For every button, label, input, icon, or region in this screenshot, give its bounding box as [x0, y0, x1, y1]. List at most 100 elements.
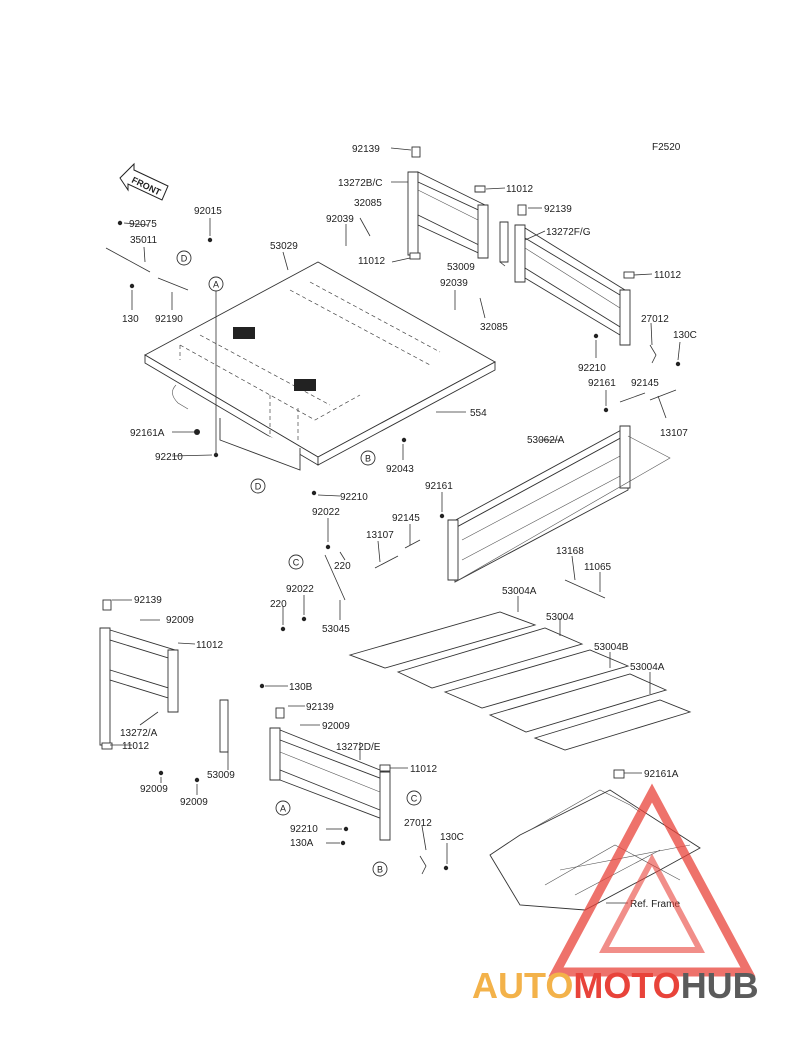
part-number-label: 92161 [425, 481, 453, 492]
callout-marker: D [176, 250, 192, 266]
watermark-hub: HUB [681, 965, 759, 1006]
part-number-label: 11012 [122, 741, 150, 752]
part-number-label: 92139 [134, 595, 162, 606]
callout-circle [275, 800, 291, 816]
part-number-label: 92190 [155, 314, 183, 325]
callout-circle [250, 478, 266, 494]
callout-letter: D [181, 254, 188, 264]
tailgate-53062a [447, 425, 671, 583]
part-number-label: 92022 [312, 507, 340, 518]
part-number-label: 92039 [440, 278, 468, 289]
part-number-label: 11012 [358, 256, 386, 267]
part-number-label: 53029 [270, 241, 298, 252]
part-number-label: 11012 [506, 184, 534, 195]
part-number-label: 11065 [584, 562, 612, 573]
part-number-label: 130 [122, 314, 139, 325]
part-number-label: 32085 [480, 322, 508, 333]
part-number-label: 92145 [392, 513, 420, 524]
part-number-label: 11012 [196, 640, 224, 651]
callout-letter: A [280, 804, 286, 814]
watermark-auto: AUTO [472, 965, 573, 1006]
mesh-pad-icon [233, 327, 316, 391]
part-number-label: 53004 [546, 612, 574, 623]
part-number-label: 92161A [130, 428, 165, 439]
callout-circle [208, 276, 224, 292]
part-labels: 9213913272B/C110123208592039110129213913… [120, 144, 697, 849]
part-number-label: 13272/A [120, 728, 158, 739]
part-number-label: 130C [440, 832, 464, 843]
part-number-label: 92210 [340, 492, 368, 503]
part-number-label: 53045 [322, 624, 350, 635]
part-number-label: 53062/A [527, 435, 565, 446]
part-number-label: 13107 [366, 530, 394, 541]
front-arrow-icon: FRONT [119, 162, 169, 201]
part-number-label: 130B [289, 682, 313, 693]
bed-mats-53004 [348, 611, 692, 751]
part-number-label: 92139 [352, 144, 380, 155]
callout-circle [372, 861, 388, 877]
part-number-label: 92009 [140, 784, 168, 795]
part-number-label: 53004A [502, 586, 537, 597]
bed-plate-53029 [144, 261, 496, 471]
part-number-label: 13272B/C [338, 178, 382, 189]
callout-letter: C [411, 794, 418, 804]
callout-circle [406, 790, 422, 806]
callout-circle [176, 250, 192, 266]
part-number-label: 130A [290, 838, 314, 849]
part-number-label: 53009 [447, 262, 475, 273]
part-number-label: 13168 [556, 546, 584, 557]
callout-marker: A [208, 276, 224, 292]
leader-lines [110, 147, 681, 904]
part-number-label: 92075 [129, 219, 157, 230]
callout-markers: A D B D C A C B [176, 250, 422, 877]
callout-marker: A [275, 800, 291, 816]
part-number-label: 92009 [322, 721, 350, 732]
part-number-label: 220 [334, 561, 351, 572]
callout-marker: B [372, 861, 388, 877]
side-panel-13272a [99, 599, 229, 753]
part-number-label: 27012 [404, 818, 432, 829]
automotohub-logo: AUTOMOTOHUB [472, 783, 759, 1006]
small-hardware [105, 220, 681, 875]
callout-letter: A [213, 280, 219, 290]
callout-circle [288, 554, 304, 570]
ref-frame-label: Ref. Frame [630, 899, 680, 910]
part-number-label: 92161A [644, 769, 679, 780]
part-number-label: 92210 [578, 363, 606, 374]
part-number-label: 92210 [290, 824, 318, 835]
part-number-label: 92039 [326, 214, 354, 225]
callout-circle [360, 450, 376, 466]
side-panel-13272de [269, 707, 391, 841]
callout-marker: D [250, 478, 266, 494]
side-panel-13272fg [499, 204, 635, 346]
part-number-label: 130C [673, 330, 697, 341]
part-number-label: 92043 [386, 464, 414, 475]
part-number-label: 27012 [641, 314, 669, 325]
part-number-label: 92145 [631, 378, 659, 389]
part-number-label: 554 [470, 408, 487, 419]
part-number-label: 53009 [207, 770, 235, 781]
figure-code: F2520 [652, 142, 681, 153]
part-number-label: 13272F/G [546, 227, 591, 238]
callout-letter: B [365, 454, 371, 464]
watermark-moto: MOTO [573, 965, 680, 1006]
part-number-label: 35011 [130, 235, 158, 246]
part-number-label: 11012 [654, 270, 682, 281]
side-panel-13272bc [407, 146, 489, 260]
callout-marker: C [288, 554, 304, 570]
part-number-label: 92161 [588, 378, 616, 389]
part-number-label: 13272D/E [336, 742, 381, 753]
part-number-label: 92139 [544, 204, 572, 215]
part-number-label: 92009 [166, 615, 194, 626]
part-number-label: 92009 [180, 797, 208, 808]
callout-letter: B [377, 865, 383, 875]
part-number-label: 32085 [354, 198, 382, 209]
part-number-label: 220 [270, 599, 287, 610]
callout-letter: D [255, 482, 262, 492]
callout-marker: B [360, 450, 376, 466]
part-number-label: 92015 [194, 206, 222, 217]
part-number-label: 11012 [410, 764, 438, 775]
callout-marker: C [406, 790, 422, 806]
